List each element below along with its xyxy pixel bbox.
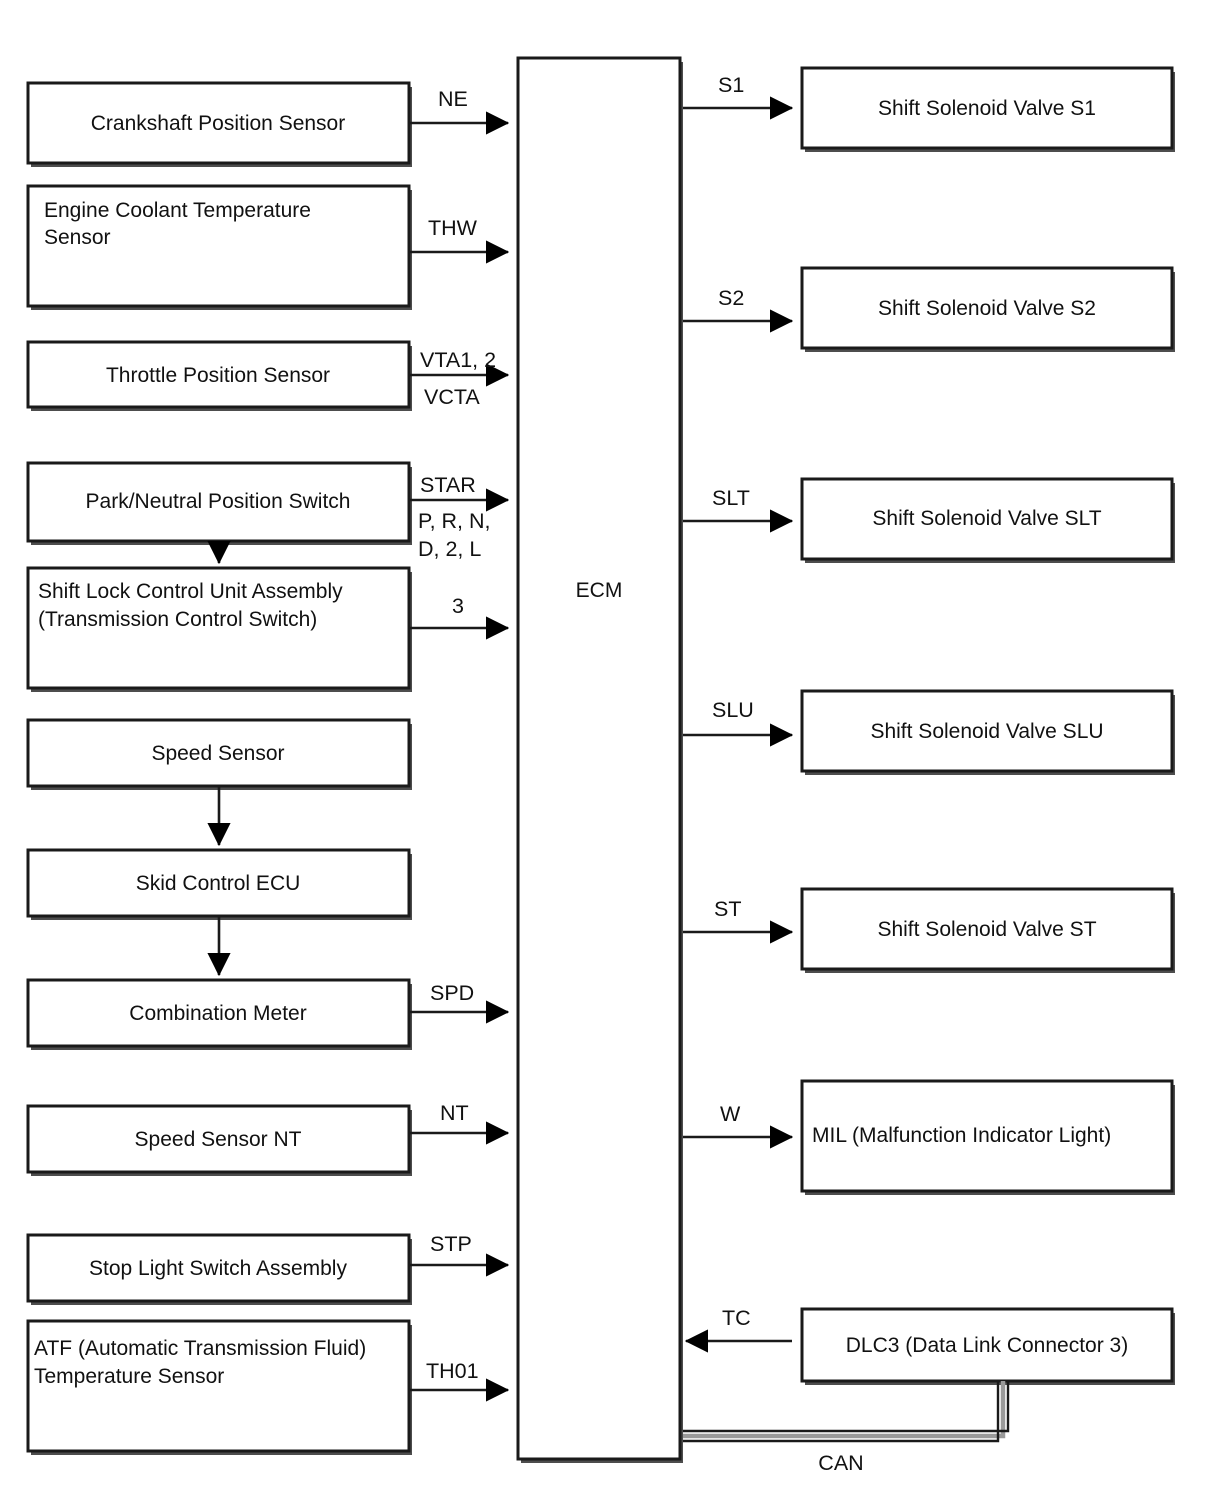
output-box-shift-solenoid-valve-slt[interactable]: Shift Solenoid Valve SLT xyxy=(800,477,1175,563)
ecm-label: ECM xyxy=(576,579,623,602)
input-label-line1: Engine Coolant Temperature xyxy=(44,199,311,222)
signal-label-vcta: VCTA xyxy=(424,385,480,409)
input-label: Stop Light Switch Assembly xyxy=(89,1257,347,1280)
input-label: Park/Neutral Position Switch xyxy=(86,490,351,513)
output-box-shift-solenoid-valve-s2[interactable]: Shift Solenoid Valve S2 xyxy=(800,266,1175,352)
signal-label-s2: S2 xyxy=(718,286,744,310)
signal-label-s1: S1 xyxy=(718,73,744,97)
input-label-line2: Temperature Sensor xyxy=(34,1365,224,1388)
input-label: Combination Meter xyxy=(129,1002,306,1025)
output-box-shift-solenoid-valve-st[interactable]: Shift Solenoid Valve ST xyxy=(800,887,1175,973)
signal-label-ne: NE xyxy=(438,87,468,111)
input-box-shift-lock-control-unit-assembly[interactable]: Shift Lock Control Unit Assembly (Transm… xyxy=(26,566,412,692)
output-box-dlc3[interactable]: DLC3 (Data Link Connector 3) xyxy=(800,1307,1175,1385)
input-label-line2: Sensor xyxy=(44,226,111,249)
input-box-throttle-position-sensor[interactable]: Throttle Position Sensor xyxy=(26,340,412,411)
output-label: Shift Solenoid Valve ST xyxy=(877,918,1096,941)
input-label-line1: ATF (Automatic Transmission Fluid) xyxy=(34,1337,366,1360)
input-box-speed-sensor-nt[interactable]: Speed Sensor NT xyxy=(26,1104,412,1176)
input-label: Skid Control ECU xyxy=(136,872,301,895)
input-box-stop-light-switch-assembly[interactable]: Stop Light Switch Assembly xyxy=(26,1233,412,1305)
input-box-crankshaft-position-sensor[interactable]: Crankshaft Position Sensor xyxy=(26,81,412,167)
output-label: Shift Solenoid Valve S2 xyxy=(878,297,1096,320)
signal-label-stp: STP xyxy=(430,1232,472,1256)
output-box-mil[interactable]: MIL (Malfunction Indicator Light) xyxy=(800,1079,1175,1195)
signal-label-thw: THW xyxy=(428,216,478,240)
signal-label-star: STAR xyxy=(420,473,476,497)
can-bus-label: CAN xyxy=(818,1451,863,1475)
can-bus xyxy=(683,1381,1010,1443)
ecm-block[interactable]: ECM xyxy=(516,56,683,1463)
input-label-line1: Shift Lock Control Unit Assembly xyxy=(38,580,343,603)
signal-label-vta1-2: VTA1, 2 xyxy=(420,348,496,372)
output-label: MIL (Malfunction Indicator Light) xyxy=(812,1124,1111,1147)
signal-label-gear-positions-line1: P, R, N, xyxy=(418,509,491,533)
signal-label-spd: SPD xyxy=(430,981,474,1005)
output-label: Shift Solenoid Valve S1 xyxy=(878,97,1096,120)
signal-label-slu: SLU xyxy=(712,698,754,722)
input-box-combination-meter[interactable]: Combination Meter xyxy=(26,978,412,1050)
input-box-skid-control-ecu[interactable]: Skid Control ECU xyxy=(26,848,412,920)
input-box-speed-sensor[interactable]: Speed Sensor xyxy=(26,718,412,790)
input-label: Throttle Position Sensor xyxy=(106,364,330,387)
input-box-park-neutral-position-switch[interactable]: Park/Neutral Position Switch xyxy=(26,461,412,545)
signal-label-gear-positions-line2: D, 2, L xyxy=(418,537,481,561)
signal-label-w: W xyxy=(720,1102,741,1126)
input-label: Speed Sensor xyxy=(151,742,284,765)
signal-label-th01: TH01 xyxy=(426,1359,479,1383)
input-label-line2: (Transmission Control Switch) xyxy=(38,608,317,631)
output-label: Shift Solenoid Valve SLT xyxy=(872,507,1101,530)
output-label: Shift Solenoid Valve SLU xyxy=(870,720,1103,743)
signal-label-st: ST xyxy=(714,897,741,921)
signal-label-nt: NT xyxy=(440,1101,469,1125)
input-box-engine-coolant-temperature-sensor[interactable]: Engine Coolant Temperature Sensor xyxy=(26,184,412,310)
input-label: Crankshaft Position Sensor xyxy=(91,112,345,135)
input-box-atf-temperature-sensor[interactable]: ATF (Automatic Transmission Fluid) Tempe… xyxy=(26,1319,412,1455)
signal-label-3: 3 xyxy=(452,594,464,618)
output-box-shift-solenoid-valve-slu[interactable]: Shift Solenoid Valve SLU xyxy=(800,689,1175,775)
output-label: DLC3 (Data Link Connector 3) xyxy=(846,1334,1128,1357)
signal-label-slt: SLT xyxy=(712,486,750,510)
signal-label-tc: TC xyxy=(722,1306,751,1330)
input-label: Speed Sensor NT xyxy=(135,1128,302,1151)
output-box-shift-solenoid-valve-s1[interactable]: Shift Solenoid Valve S1 xyxy=(800,66,1175,152)
